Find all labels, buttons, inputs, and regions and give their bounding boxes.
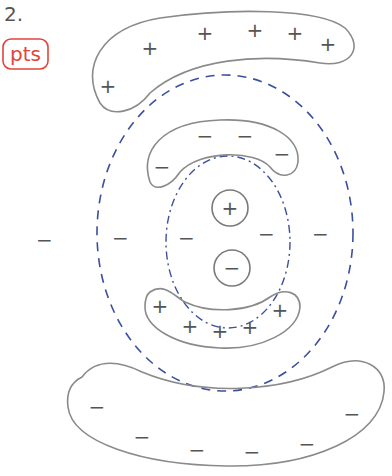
charge-sign: − <box>274 144 291 164</box>
region-outline <box>62 352 388 470</box>
point-charge: − <box>212 248 252 288</box>
charge-sign: + <box>272 300 289 320</box>
charge-sign: + <box>152 296 169 316</box>
charge-sign: − <box>258 224 275 244</box>
question-number: 2. <box>4 4 23 24</box>
score-box: pts <box>2 38 49 70</box>
charge-sign: − <box>154 157 171 177</box>
charge-sign: − <box>112 228 129 248</box>
score-text: pts <box>10 44 41 64</box>
charge-sign: + <box>287 23 304 43</box>
charge-sign: + <box>222 198 239 218</box>
charge-sign: − <box>178 228 195 248</box>
charge-region: −−−− <box>140 112 305 192</box>
charge-sign: − <box>197 126 214 146</box>
charge-sign: − <box>344 404 361 424</box>
charge-sign: + <box>100 76 117 96</box>
charge-sign: + <box>142 38 159 58</box>
charge-sign: − <box>134 427 151 447</box>
outer-dashed-loop <box>97 75 353 391</box>
charge-sign: − <box>89 397 106 417</box>
charge-sign: + <box>212 321 229 341</box>
charge-sign: − <box>224 258 241 278</box>
charge-sign: − <box>312 224 329 244</box>
charge-sign: + <box>242 317 259 337</box>
charge-region: + + + + + + <box>80 8 358 118</box>
charge-sign: − <box>299 434 316 454</box>
charge-region: − − − − − − <box>62 352 388 470</box>
charge-sign: − <box>237 126 254 146</box>
charge-sign: − <box>244 442 261 462</box>
charge-sign: − <box>36 230 53 250</box>
charge-region: + + + + + <box>140 282 305 352</box>
charge-sign: + <box>320 34 337 54</box>
region-outline <box>80 8 358 118</box>
charge-sign: + <box>197 23 214 43</box>
charge-sign: − <box>189 440 206 460</box>
charge-sign: + <box>247 20 264 40</box>
charge-sign: + <box>182 316 199 336</box>
point-charge: + <box>210 188 250 228</box>
